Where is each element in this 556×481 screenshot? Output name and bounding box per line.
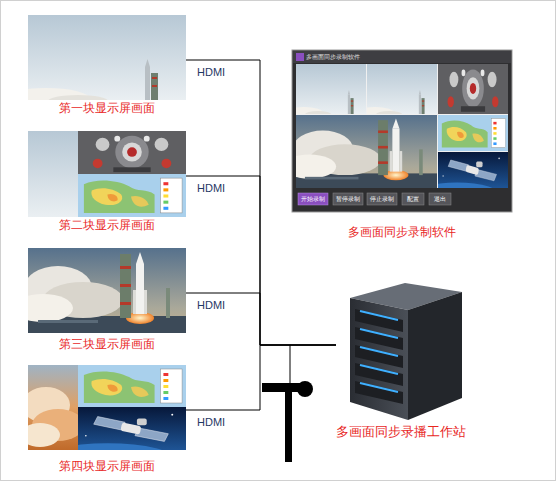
server-side — [408, 292, 462, 420]
node-caption: 多画面同步录制软件 — [290, 224, 514, 240]
preview-cell — [355, 64, 437, 120]
screen-image — [2, 15, 186, 110]
node-caption: 第二块显示屏画面 — [28, 217, 186, 233]
hdmi-label: HDMI — [197, 416, 225, 428]
preview-cell — [438, 115, 508, 151]
node-caption: 多画面同步录播工作站 — [336, 424, 466, 440]
window-title: 多画面同步录制软件 — [306, 51, 386, 63]
preview-cell — [284, 64, 366, 120]
mic-head — [262, 383, 302, 392]
hdmi-cable — [186, 176, 336, 345]
screen-image — [20, 365, 84, 450]
screen-image — [78, 131, 186, 174]
display-screen: 第三块显示屏画面 — [28, 248, 186, 353]
title-bar — [293, 51, 511, 63]
workstation-server: 多画面同步录播工作站 — [336, 278, 466, 444]
node-caption: 第三块显示屏画面 — [28, 336, 186, 352]
software-panel: 多画面同步录制软件 — [290, 48, 514, 242]
node-caption: 第一块显示屏画面 — [28, 100, 186, 116]
mic-wire — [290, 345, 291, 385]
button-text: 配置 — [402, 193, 424, 205]
hdmi-cable — [186, 293, 336, 345]
server-front — [350, 298, 408, 420]
hdmi-label: HDMI — [197, 299, 225, 311]
screen-image — [13, 248, 186, 333]
screen-image — [78, 365, 186, 407]
app-button — [402, 193, 424, 205]
screen-image — [78, 174, 186, 217]
display-screen: 第一块显示屏画面 — [28, 15, 186, 120]
hdmi-cable — [186, 60, 336, 345]
app-button — [298, 193, 328, 205]
mic-stem — [285, 391, 292, 462]
server-symbol — [350, 283, 462, 420]
hdmi-label: HDMI — [197, 182, 225, 194]
app-button — [333, 193, 363, 205]
button-text: 暂停录制 — [333, 193, 363, 205]
hdmi-cable — [186, 345, 336, 410]
app-button — [429, 193, 451, 205]
microphone-symbol — [262, 345, 313, 462]
button-text: 停止录制 — [367, 193, 397, 205]
grid-line — [296, 64, 508, 188]
drive-light — [360, 311, 398, 392]
preview-cell — [283, 115, 437, 188]
app-button — [367, 193, 397, 205]
display-screen: 第四块显示屏画面 — [28, 365, 186, 473]
preview-cell — [413, 152, 508, 211]
hdmi-label: HDMI — [197, 66, 225, 78]
button-text: 开始录制 — [298, 193, 328, 205]
software-window — [283, 50, 512, 212]
button-text: 退出 — [429, 193, 451, 205]
preview-cell — [438, 64, 508, 114]
screen-image — [28, 131, 78, 217]
app-logo — [296, 53, 304, 61]
display-screen: 第二块显示屏画面 — [28, 131, 186, 236]
mic-head — [297, 381, 313, 397]
node-caption: 第四块显示屏画面 — [28, 458, 186, 474]
